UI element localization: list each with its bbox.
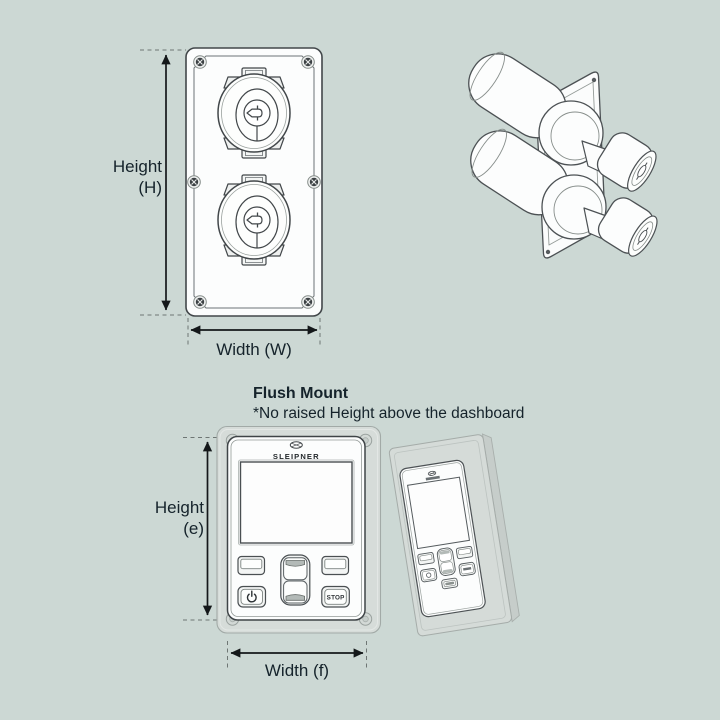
flush-mount-diagram: SLEIPNER	[183, 425, 382, 668]
joystick-control-top	[217, 67, 291, 159]
rocker-control	[280, 554, 311, 606]
flush-mount-title: Flush Mount	[253, 385, 349, 402]
power-icon	[246, 590, 257, 603]
height-e-label: Height (e)	[124, 497, 204, 539]
boat-icon	[637, 227, 649, 245]
height-H-label-line1: Height	[112, 157, 162, 176]
stop-button: STOP	[321, 585, 350, 608]
extension-lines	[140, 49, 321, 346]
screw-icon	[301, 295, 315, 309]
right-function-button	[321, 555, 350, 576]
down-button	[283, 580, 308, 604]
height-e-label-line1: Height	[154, 498, 204, 517]
power-button	[420, 568, 438, 583]
right-function-button	[455, 545, 474, 560]
width-W-label: Width (W)	[216, 340, 292, 359]
left-function-button	[417, 552, 435, 566]
height-H-label-line2: (H)	[138, 178, 162, 197]
flush-mount-note: *No raised Height above the dashboard	[253, 405, 525, 422]
extension-lines	[183, 437, 367, 668]
power-button	[237, 585, 267, 608]
sleipner-logo-icon	[427, 470, 437, 476]
sleipner-logo-icon	[289, 441, 303, 449]
height-H-label: Height (H)	[82, 156, 162, 198]
power-icon	[426, 572, 432, 578]
height-e-label-line2: (e)	[183, 519, 204, 538]
stop-button-label: STOP	[327, 595, 345, 602]
boat-icon	[636, 162, 648, 180]
screw-icon	[307, 175, 321, 189]
brand-label: SLEIPNER	[273, 452, 320, 461]
screw-icon	[193, 295, 207, 309]
stop-button	[458, 561, 476, 577]
thruster-housing-upper	[468, 51, 567, 139]
joystick-knob-upper	[596, 132, 657, 192]
left-function-button	[237, 555, 266, 576]
joystick-control-bottom	[217, 174, 291, 266]
joystick-knob-lower	[597, 197, 658, 257]
display-screen	[407, 476, 471, 550]
screw-icon	[193, 55, 207, 69]
iso-rear-view-diagram	[468, 51, 658, 259]
display-screen	[239, 461, 353, 544]
connector-port	[441, 577, 459, 590]
front-view-diagram	[140, 47, 323, 346]
screw-icon	[301, 55, 315, 69]
up-button	[283, 557, 308, 581]
flush-mount-angled-view	[388, 433, 520, 637]
brand-label-small	[425, 475, 440, 481]
screw-icon	[187, 175, 201, 189]
width-f-label: Width (f)	[264, 661, 330, 680]
rocker-control	[436, 547, 456, 576]
